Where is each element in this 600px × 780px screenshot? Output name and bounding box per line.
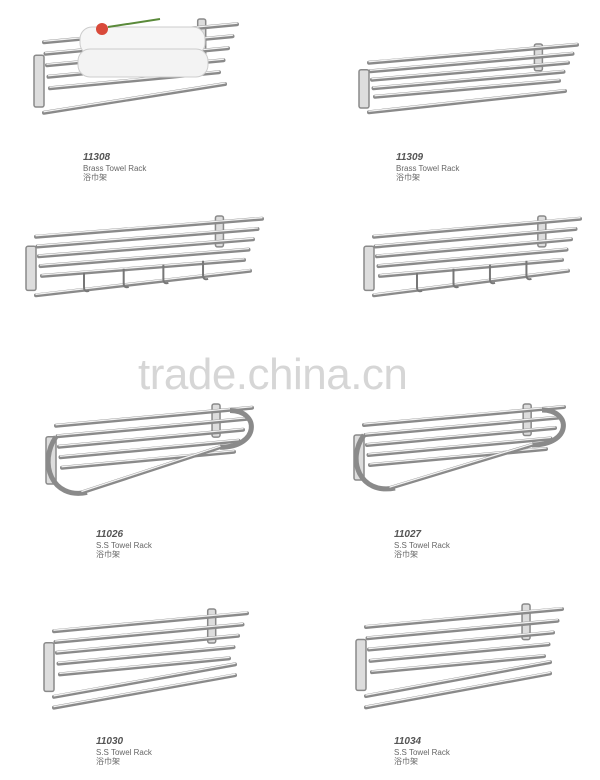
- lower-bar: [34, 268, 252, 298]
- wall-plate: [363, 245, 375, 292]
- product-name: Brass Towel Rack: [83, 164, 147, 173]
- product-label-11034: 11034 S.S Towel Rack 浴巾架: [394, 736, 450, 766]
- shelf-bar: [372, 216, 582, 239]
- towel-rack-image: [25, 215, 264, 298]
- shelf-bar: [40, 257, 246, 278]
- shelf-bar: [368, 642, 551, 663]
- curved-end: [353, 433, 396, 492]
- product-code: 11034: [394, 736, 422, 747]
- lower-bar: [52, 662, 237, 699]
- product-label-11026: 11026 S.S Towel Rack 浴巾架: [96, 529, 152, 559]
- shelf-bar: [370, 60, 570, 82]
- shelf-bar: [38, 247, 251, 269]
- towel-rack-image: [355, 603, 564, 710]
- wall-plate: [25, 245, 37, 292]
- product-name-cn: 浴巾架: [96, 550, 120, 559]
- shelf-bar: [362, 405, 566, 427]
- product-label-11308: 11308 Brass Towel Rack 浴巾架: [83, 152, 146, 182]
- product-name-cn: 浴巾架: [96, 757, 120, 766]
- shelf-bar: [364, 606, 564, 629]
- product-name: S.S Towel Rack: [96, 541, 152, 550]
- product-name: Brass Towel Rack: [396, 164, 460, 173]
- wall-plate: [358, 69, 370, 109]
- shelf-bar: [56, 645, 236, 666]
- shelf-bar: [365, 426, 557, 447]
- shelf-bar: [366, 436, 553, 457]
- hook-icon: [202, 260, 209, 281]
- lower-bar: [364, 660, 552, 699]
- product-name-cn: 浴巾架: [394, 757, 418, 766]
- shelf-bar: [375, 237, 573, 259]
- shelf-bar: [373, 78, 561, 99]
- product-name-cn: 浴巾架: [394, 550, 418, 559]
- folded-towels: [77, 18, 209, 78]
- product-code: 11027: [394, 529, 422, 540]
- lower-bar: [367, 89, 567, 115]
- shelf-bar: [58, 438, 241, 460]
- hook-icon: [162, 264, 169, 285]
- shelf-bar: [370, 654, 546, 675]
- shelf-bar: [376, 247, 569, 269]
- product-name-cn: 浴巾架: [396, 173, 420, 182]
- product-name: S.S Towel Rack: [96, 748, 152, 757]
- curved-end: [45, 435, 88, 496]
- hook-icon: [452, 268, 459, 289]
- shelf-bar: [367, 42, 579, 65]
- lower-bar: [372, 268, 570, 298]
- shelf-bar: [53, 622, 245, 644]
- shelf-bar: [55, 633, 240, 655]
- shelf-bar: [363, 415, 562, 437]
- shelf-bar: [367, 630, 555, 652]
- towel-rack-image: [353, 403, 566, 492]
- shelf-bar: [54, 405, 254, 428]
- shelf-bar: [55, 416, 250, 439]
- towel-rack-image: [363, 215, 582, 298]
- lower-bar: [80, 445, 222, 495]
- product-code: 11026: [96, 529, 124, 540]
- shelf-bar: [373, 227, 578, 249]
- shelf-bar: [52, 611, 249, 634]
- shelf-bar: [378, 257, 564, 278]
- hook-icon: [525, 260, 532, 281]
- towel-rack-image: [45, 403, 254, 496]
- shelf-bar: [371, 69, 566, 91]
- wall-plate: [33, 54, 45, 108]
- curved-end: [531, 407, 566, 448]
- product-label-11309: 11309 Brass Towel Rack 浴巾架: [396, 152, 459, 182]
- towel-rack-image: [358, 42, 579, 115]
- shelf-bar: [35, 227, 260, 249]
- product-label-11030: 11030 S.S Towel Rack 浴巾架: [96, 736, 152, 766]
- shelf-bar: [34, 216, 264, 239]
- lower-bar: [52, 673, 237, 710]
- towel-rack-image: [33, 18, 239, 115]
- product-code: 11030: [96, 736, 124, 747]
- product-code: 11308: [83, 152, 111, 163]
- wall-plate: [43, 642, 55, 693]
- product-name-cn: 浴巾架: [83, 173, 107, 182]
- shelf-bar: [57, 427, 245, 449]
- shelf-bar: [368, 51, 575, 74]
- wall-plate: [355, 638, 367, 692]
- product-name: S.S Towel Rack: [394, 541, 450, 550]
- product-label-11027: 11027 S.S Towel Rack 浴巾架: [394, 529, 450, 559]
- product-name: S.S Towel Rack: [394, 748, 450, 757]
- watermark: trade.china.cn: [138, 350, 408, 399]
- lower-bar: [388, 443, 534, 490]
- product-code: 11309: [396, 152, 424, 163]
- hook-icon: [416, 272, 423, 293]
- shelf-bar: [365, 618, 560, 641]
- lower-bar: [364, 671, 552, 710]
- hook-icon: [83, 272, 90, 293]
- shelf-bar: [37, 237, 255, 259]
- shelf-bar: [58, 656, 231, 677]
- towel-rack-image: [43, 608, 249, 710]
- hook-icon: [488, 264, 496, 285]
- curved-end: [219, 408, 254, 450]
- hook-icon: [122, 268, 130, 289]
- lower-bar: [42, 82, 227, 115]
